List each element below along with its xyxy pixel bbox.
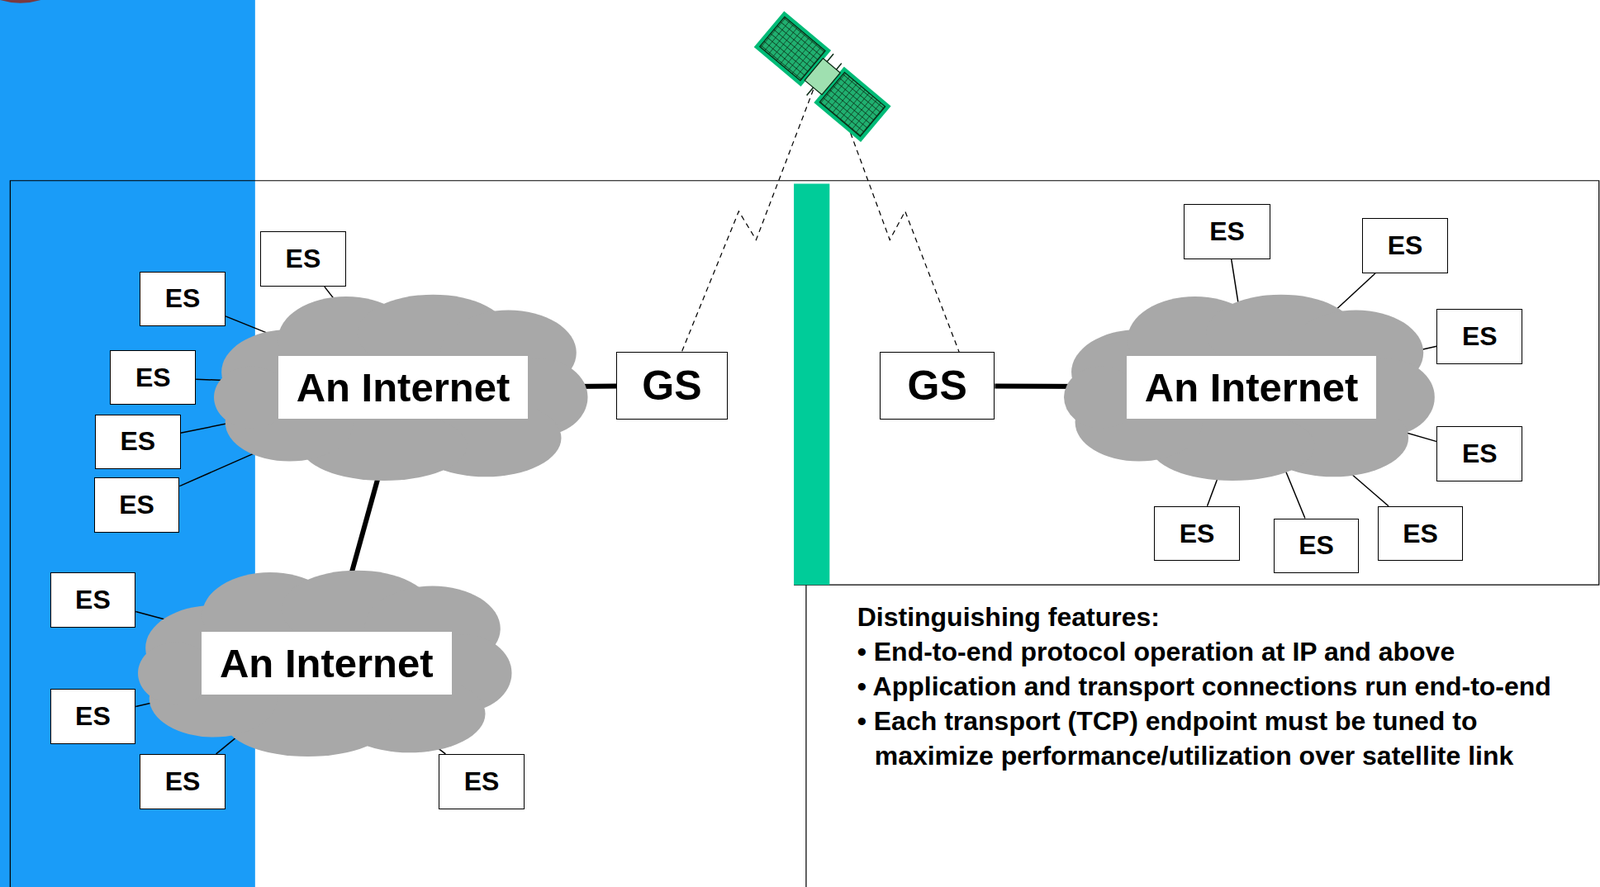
end-system-box: ES <box>94 414 181 471</box>
green-bar <box>793 183 830 585</box>
satellite <box>751 10 894 143</box>
feature-list: Distinguishing features:• End-to-end pro… <box>857 599 1562 774</box>
end-system-box: ES <box>109 350 196 406</box>
node-label: An Internet <box>278 356 529 419</box>
node-label: ES <box>1209 216 1245 247</box>
internet-cloud: An Internet <box>137 566 516 761</box>
end-system-box: ES <box>1183 204 1271 260</box>
end-system-box: ES <box>1362 218 1449 274</box>
feature-text: • Each transport (TCP) endpoint must be … <box>857 703 1562 774</box>
antenna <box>802 53 843 100</box>
end-system-box: ES <box>94 477 181 533</box>
node-label: ES <box>118 489 155 521</box>
frame-line <box>805 584 807 887</box>
end-system-box: ES <box>1273 518 1360 575</box>
ground-station-box: GS <box>616 351 728 420</box>
end-system-box: ES <box>260 231 347 287</box>
node-label: ES <box>1462 438 1498 470</box>
end-system-box: ES <box>1377 506 1464 562</box>
node-label: ES <box>1298 530 1335 561</box>
end-system-box: ES <box>139 754 226 810</box>
corner-mark <box>0 0 41 4</box>
end-system-box: ES <box>50 688 137 745</box>
end-system-box: ES <box>1436 426 1523 482</box>
feature-text: • End-to-end protocol operation at IP an… <box>857 634 1562 670</box>
feature-text: Distinguishing features: <box>857 599 1562 635</box>
feature-text: • Application and transport connections … <box>857 669 1562 704</box>
node-label: ES <box>135 362 171 394</box>
end-system-box: ES <box>139 271 226 328</box>
link-line <box>1231 259 1240 307</box>
end-system-box: ES <box>50 572 137 628</box>
node-label: ES <box>75 701 111 732</box>
frame-line <box>9 180 1599 887</box>
link-line <box>348 468 380 583</box>
node-label: An Internet <box>1126 356 1377 419</box>
node-label: An Internet <box>201 631 452 695</box>
link-line <box>1284 467 1306 519</box>
end-system-box: ES <box>1153 506 1240 562</box>
end-system-box: ES <box>1436 308 1523 365</box>
node-label: ES <box>165 283 201 314</box>
node-label: ES <box>1179 518 1216 550</box>
satellite-body <box>804 58 841 95</box>
node-label: ES <box>119 426 156 457</box>
node-label: ES <box>165 766 201 798</box>
node-label: ES <box>464 766 500 798</box>
node-label: ES <box>1387 230 1424 262</box>
node-label: ES <box>75 584 111 616</box>
node-label: ES <box>285 243 322 275</box>
node-label: GS <box>907 361 968 410</box>
node-label: ES <box>1402 518 1439 550</box>
blue-band <box>0 0 256 887</box>
node-label: GS <box>641 361 702 410</box>
end-system-box: ES <box>438 754 525 810</box>
node-label: ES <box>1462 321 1498 352</box>
internet-cloud: An Internet <box>1063 290 1439 485</box>
radio-link <box>681 90 813 353</box>
internet-cloud: An Internet <box>213 290 592 485</box>
ground-station-box: GS <box>879 351 996 420</box>
